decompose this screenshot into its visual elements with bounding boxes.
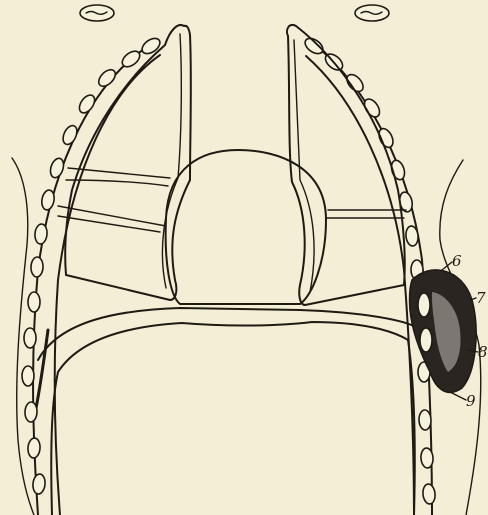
label-9: 9: [466, 392, 476, 410]
label-6: 6: [452, 252, 462, 270]
top-right-oval: [355, 5, 389, 21]
label-7: 7: [476, 289, 486, 307]
label-8: 8: [478, 343, 488, 361]
top-left-oval: [80, 5, 114, 21]
